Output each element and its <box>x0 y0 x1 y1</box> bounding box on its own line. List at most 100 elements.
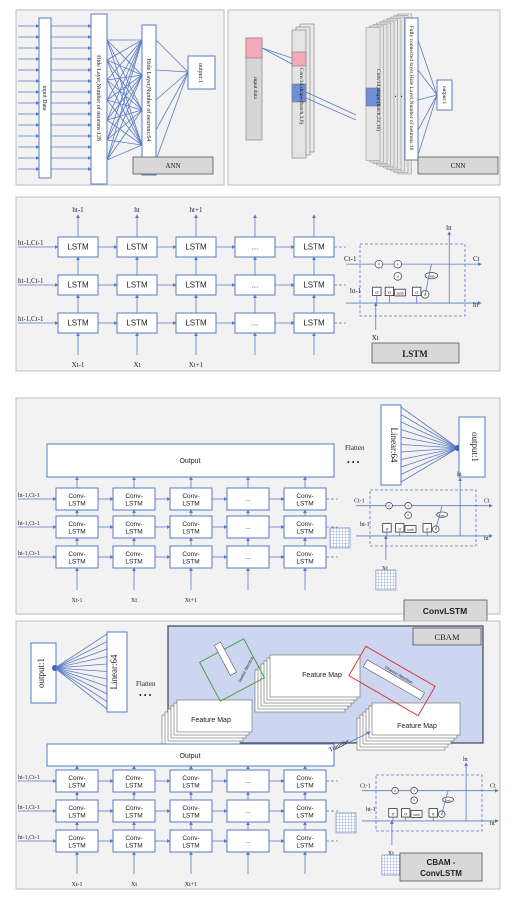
grid-h-input: ht-1,Ct-1 <box>18 775 40 781</box>
grid-h-input: ht-1,Ct-1 <box>18 835 40 841</box>
grid-x-input: Xt <box>134 361 141 369</box>
cell-op: × <box>394 789 397 794</box>
grid-h-input: ht-1,Ct-1 <box>18 551 40 557</box>
cell-ct-in: Ct-1 <box>354 499 365 505</box>
cell-sigma: σ <box>392 812 395 817</box>
grid-cell-label: LSTM <box>68 501 85 508</box>
cbam-channel-bar <box>362 659 425 701</box>
cnn-conv2-label: Conv1d,shape:(batch,24,16) <box>375 69 382 131</box>
grid-cell-label: Conv- <box>182 551 199 558</box>
cnn-dots: · · · <box>394 92 409 103</box>
cell-h-prev: ht-1 <box>366 807 376 813</box>
grid-cell-label: LSTM <box>303 243 325 252</box>
cell-op: × <box>434 528 437 533</box>
grid-cell-label: LSTM <box>67 281 89 290</box>
grid-cell-label: Conv- <box>68 775 85 782</box>
grid-cell-label: LSTM <box>68 843 85 850</box>
cbam-linear-label: Linear:64 <box>109 654 119 689</box>
cnn-tag <box>417 156 499 175</box>
cell-h-top: ht <box>446 224 452 232</box>
grid-cell-label: Conv- <box>296 521 313 528</box>
cell-op: × <box>440 813 443 818</box>
cbam-out1-label: output:1 <box>36 658 46 688</box>
grid-cell-label: ... <box>245 778 251 785</box>
grid-cell-label: ... <box>245 554 251 561</box>
cell-xt: Xt <box>372 334 379 342</box>
ann-input-label: input Data <box>41 85 47 110</box>
grid-x-input: Xt+1 <box>185 598 197 604</box>
cell-op: × <box>424 292 427 298</box>
grid-x-input: Xt+1 <box>189 361 204 369</box>
grid-cell-label: LSTM <box>125 559 142 566</box>
grid-cell-label: LSTM <box>126 281 148 290</box>
grid-cell-label: ... <box>245 838 251 845</box>
cell-tanh: tanh <box>413 813 419 817</box>
cell-sigma: σ <box>386 527 389 532</box>
grid-cell-label: LSTM <box>303 319 325 328</box>
cnn-tag-label: CNN <box>451 162 466 170</box>
cell-ct-out: Ct <box>490 784 496 790</box>
cbam-title-tag <box>412 627 482 646</box>
convlstm-fan-lines <box>400 406 459 483</box>
cbam-fm-label-2: Feature Map <box>191 717 231 724</box>
cell-op: + <box>413 789 416 794</box>
grid-cell-label: Conv- <box>182 805 199 812</box>
lstm-tag <box>371 342 460 364</box>
grid-cell-label: ... <box>252 281 259 290</box>
grid-cell-label: LSTM <box>126 243 148 252</box>
cell-xt: Xt <box>388 851 394 857</box>
grid-cell-label: LSTM <box>296 783 313 790</box>
cbam-linear-box <box>106 631 128 713</box>
grid-cell-label: LSTM <box>182 843 199 850</box>
grid-cell-label: ... <box>252 319 259 328</box>
grid-cell-label: Conv- <box>125 521 142 528</box>
grid-cell-label: Conv- <box>68 551 85 558</box>
cell-tanh-out: tanh <box>439 514 445 518</box>
cbam-channel-box <box>348 645 436 717</box>
grid-cell-label: Conv- <box>296 551 313 558</box>
grid-cell-label: LSTM <box>126 319 148 328</box>
grid-cell-label: LSTM <box>68 813 85 820</box>
grid-cell-label: LSTM <box>67 319 89 328</box>
lstm-tag-label: LSTM <box>402 349 428 359</box>
grid-cell-label: Conv- <box>182 521 199 528</box>
cbam-dots: • • • <box>139 691 152 700</box>
convlstm-flatten-label: Flatten <box>345 444 365 452</box>
cbam-title-label: CBAM <box>434 632 459 642</box>
grid-cell-label: LSTM <box>125 813 142 820</box>
grid-h-input: ht-1,Ct-1 <box>18 521 40 527</box>
ann-connections <box>18 24 189 171</box>
cell-sigma: σ <box>426 527 429 532</box>
cell-tanh-out: tanh <box>445 799 451 803</box>
cnn-panel: input data Conv1d,shape:(batch,3,6) Conv… <box>227 9 501 186</box>
cell-op: + <box>407 504 410 509</box>
grid-cell-label: ... <box>245 524 251 531</box>
cnn-conv1-stack <box>291 23 315 159</box>
grid-cell-label: Conv- <box>125 805 142 812</box>
grid-cell-label: ... <box>245 808 251 815</box>
cell-op: × <box>407 514 410 519</box>
cell-sigma: σ <box>415 290 418 296</box>
grid-h-input: ht-1,Ct-1 <box>18 493 40 499</box>
grid-cell-label: Conv- <box>296 835 313 842</box>
ann-hidden2-label: Hide Layer,Number of neurons:64 <box>145 59 152 142</box>
cbam-convlstm-tag-label-1: CBAM - <box>427 858 456 867</box>
cell-h-top: ht <box>457 472 462 478</box>
grid-cell-label: Conv- <box>68 521 85 528</box>
cell-tanh-out: tanh <box>428 275 435 279</box>
grid-cell-label: LSTM <box>68 559 85 566</box>
cell-op: + <box>396 262 399 268</box>
cell-h-top: ht <box>463 757 468 763</box>
cell-ct-out: Ct <box>484 499 490 505</box>
cnn-input-pink <box>245 37 263 59</box>
cell-h-out: ht <box>490 821 495 827</box>
grid-cell-label: Conv- <box>182 775 199 782</box>
grid-cell-label: LSTM <box>296 501 313 508</box>
grid-cell-label: Conv- <box>182 493 199 500</box>
cell-op: × <box>388 504 391 509</box>
grid-h-output: ht-1 <box>72 206 84 214</box>
convlstm-output-label: Output <box>179 458 200 465</box>
